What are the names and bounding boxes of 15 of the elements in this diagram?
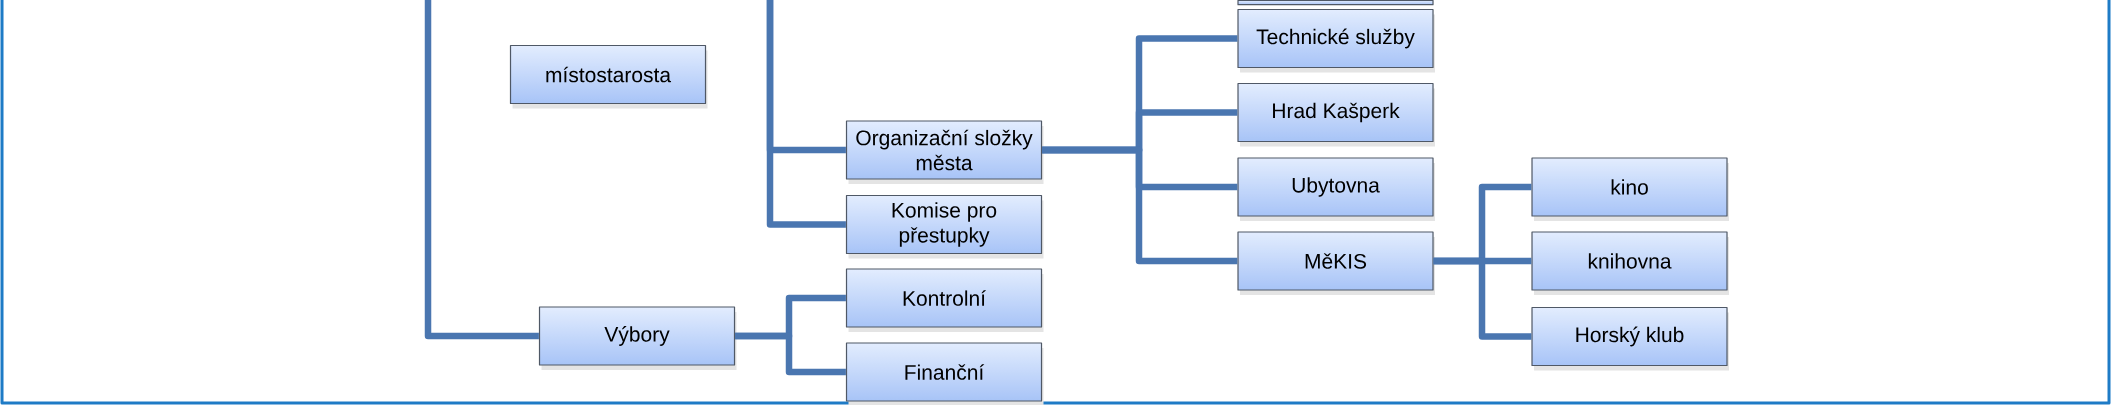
unit-box: Horský klub [1531, 306, 1729, 371]
unit-box: MěKIS [1237, 231, 1435, 295]
unit-box: místostarosta [509, 44, 708, 109]
unit-box: Kontrolní [845, 268, 1044, 332]
cut-off-box [1237, 0, 1434, 6]
connector-line [1433, 257, 1532, 340]
unit-box: Výbory [538, 306, 737, 370]
unit-box: Organizační složky města [845, 120, 1044, 184]
unit-box: kino [1531, 157, 1729, 221]
unit-box: Finanční [845, 342, 1044, 405]
unit-box: Hrad Kašperk [1237, 82, 1435, 147]
unit-box: Technické služby [1237, 8, 1435, 73]
unit-box: knihovna [1531, 231, 1729, 295]
unit-box: Ubytovna [1237, 157, 1435, 221]
unit-box: Komise pro přestupky [845, 194, 1044, 259]
